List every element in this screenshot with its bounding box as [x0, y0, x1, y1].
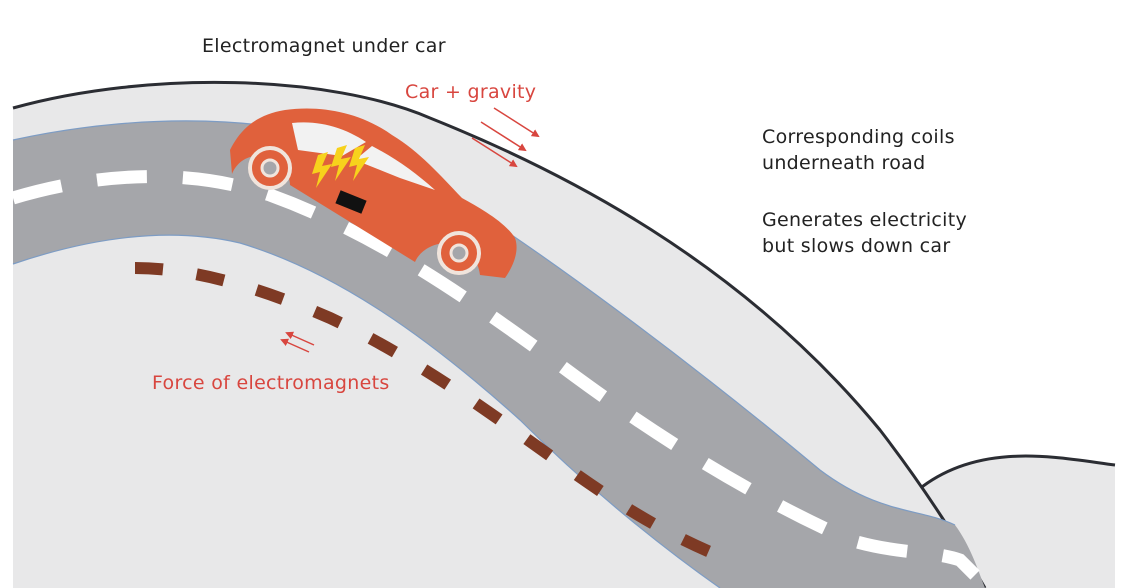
- generates-label-line-2: but slows down car: [762, 235, 951, 257]
- road-edge-top: [12, 120, 956, 526]
- arrow-icon: [285, 331, 315, 346]
- gravity-arrows: [471, 107, 540, 168]
- electromagnet-force-arrows: [280, 331, 315, 353]
- coils-label-line-2: underneath road: [762, 152, 926, 174]
- coils-label-line-1: Corresponding coils: [762, 126, 955, 148]
- arrow-icon: [280, 338, 310, 353]
- electromagnet-block: [335, 190, 367, 214]
- lane-dashes: [11, 170, 980, 580]
- force-label: Force of electromagnets: [152, 372, 390, 394]
- car-icon: [230, 108, 517, 278]
- car-window-rear: [355, 146, 435, 190]
- car-gravity-label: Car + gravity: [405, 81, 537, 103]
- arrow-icon: [480, 121, 527, 152]
- lightning-icon: [312, 145, 369, 188]
- coils-label: Corresponding coils underneath road: [762, 124, 955, 176]
- main-hill-outline: [12, 80, 987, 588]
- road-edge-bottom: [12, 234, 721, 588]
- generates-label-line-1: Generates electricity: [762, 209, 968, 231]
- car-body: [230, 108, 517, 278]
- road: [13, 120, 985, 588]
- small-hill-outline: [917, 454, 1116, 492]
- car-wheel-rear: [248, 146, 292, 190]
- electromagnet-label: Electromagnet under car: [202, 35, 446, 57]
- arrow-icon: [493, 107, 540, 138]
- generates-label: Generates electricity but slows down car: [762, 207, 967, 259]
- car-window-front: [292, 122, 366, 156]
- arrow-icon: [471, 137, 518, 168]
- car-wheel-front: [437, 231, 481, 275]
